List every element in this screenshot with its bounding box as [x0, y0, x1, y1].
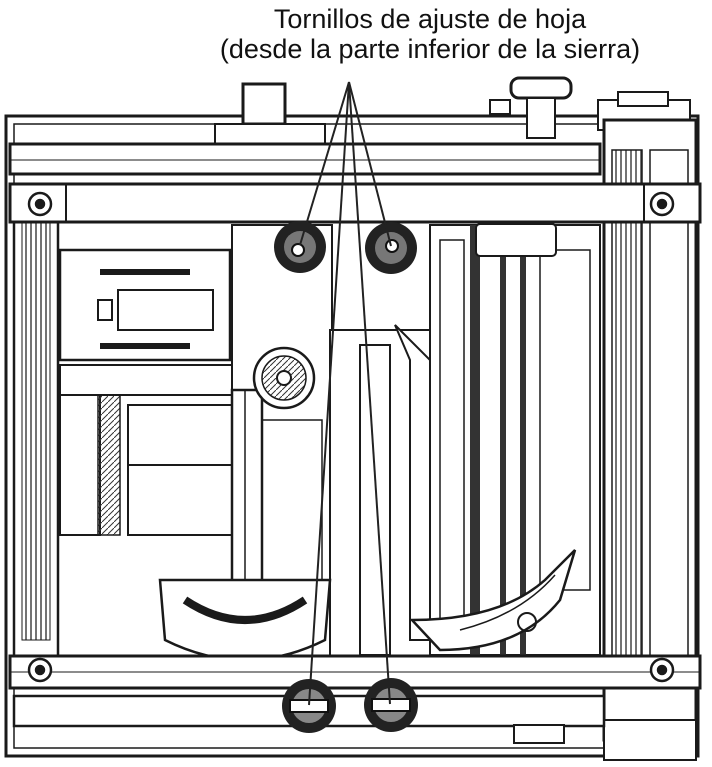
callout-leaders	[299, 81, 392, 706]
depth-knob	[509, 76, 573, 100]
top-rail	[8, 142, 602, 176]
bevel-guide	[409, 549, 577, 652]
caption-line-1: Tornillos de ajuste de hoja	[273, 4, 587, 34]
caption-line-2: (desde la parte inferior de la sierra)	[219, 34, 641, 64]
cross-rail-top	[8, 182, 702, 224]
callout-caption: Tornillos de ajuste de hoja (desde la pa…	[150, 4, 710, 64]
motor-mount-plate	[58, 248, 232, 362]
motor-knob	[241, 82, 287, 126]
fence-slats	[429, 224, 601, 656]
